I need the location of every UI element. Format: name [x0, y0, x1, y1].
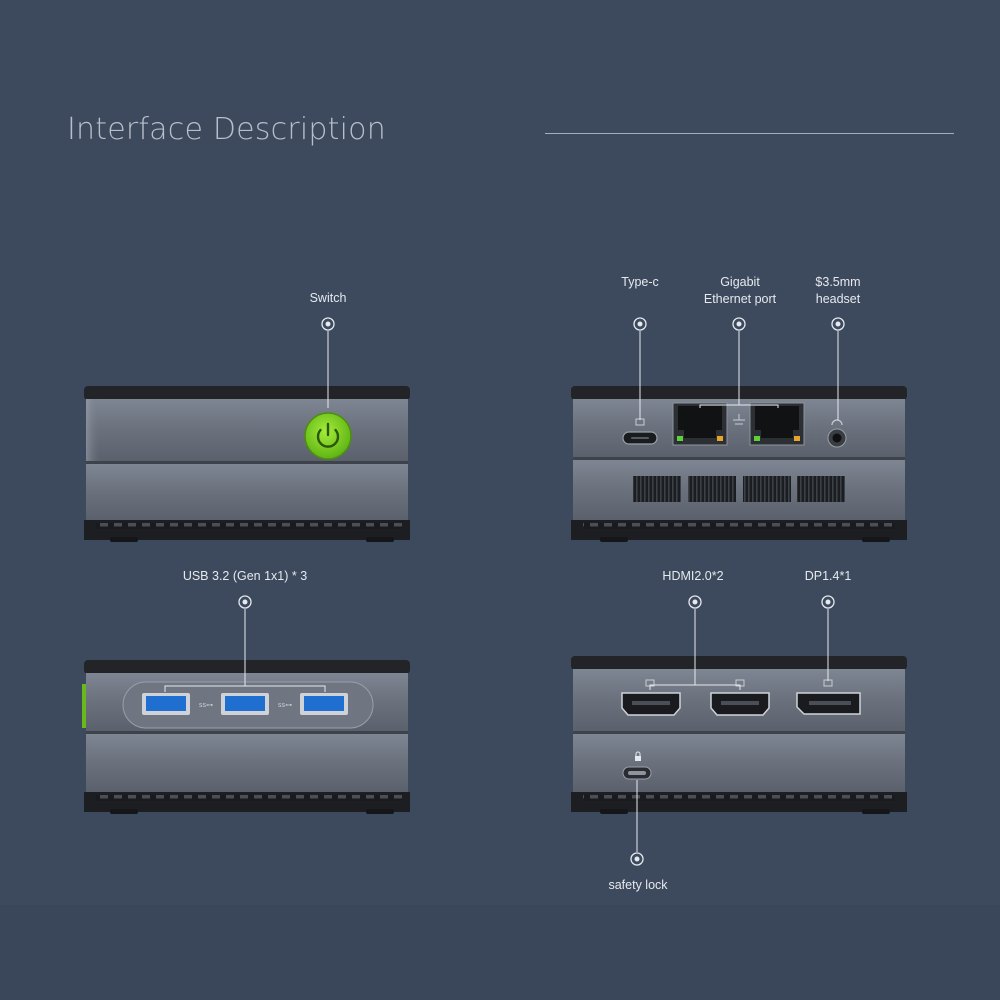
label-headset: $3.5mm headset [815, 275, 861, 306]
device-usb-side: ss⊶ ss⊶ [82, 660, 410, 814]
device-rear-io [571, 386, 907, 542]
title-divider [545, 133, 954, 134]
device-front-switch [84, 386, 410, 542]
marker-type-c [633, 317, 647, 420]
rear-vent-grilles [633, 476, 845, 502]
label-switch: Switch [309, 291, 347, 305]
safety-lock-icon [622, 751, 652, 780]
svg-text:ss⊶: ss⊶ [199, 701, 213, 709]
marker-dp [821, 595, 835, 681]
label-hdmi: HDMI2.0*2 [662, 569, 724, 583]
page-title: Interface Description [67, 112, 386, 147]
marker-hdmi [688, 595, 702, 685]
marker-safety-lock [630, 780, 644, 866]
marker-headset [831, 317, 845, 420]
usb-port-icon: ss⊶ ss⊶ [142, 693, 348, 715]
footer-band [0, 905, 1000, 1000]
headset-jack-icon [827, 419, 847, 448]
device-display-side [571, 656, 907, 814]
label-dp: DP1.4*1 [804, 569, 852, 583]
label-ethernet: Gigabit Ethernet port [703, 275, 777, 306]
ethernet-port-icon [672, 402, 805, 446]
marker-usb [238, 595, 252, 686]
marker-switch [321, 317, 335, 408]
label-type-c: Type-c [621, 275, 659, 289]
callout-markers [238, 317, 845, 866]
hdmi-port-icon [621, 679, 770, 716]
label-usb: USB 3.2 (Gen 1x1) * 3 [182, 569, 308, 583]
usb-type-c-port-icon [622, 418, 658, 445]
marker-ethernet [699, 317, 779, 408]
displayport-icon [796, 679, 861, 715]
svg-text:ss⊶: ss⊶ [278, 701, 292, 709]
label-safety-lock: safety lock [608, 878, 668, 892]
power-switch-icon [304, 412, 352, 460]
